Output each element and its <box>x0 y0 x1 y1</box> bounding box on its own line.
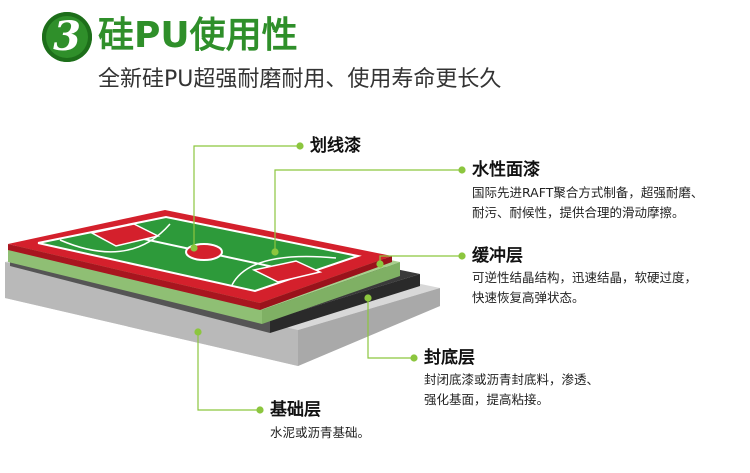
desc-seal-1: 封闭底漆或沥青封底料，渗透、 <box>424 372 600 387</box>
desc-water-topcoat-2: 耐污、耐候性，提供合理的滑动摩擦。 <box>472 205 685 220</box>
desc-water-topcoat-1: 国际先进RAFT聚合方式制备，超强耐磨、 <box>472 185 704 200</box>
page-title: 硅PU使用性 <box>98 15 298 56</box>
label-base: 基础层 <box>270 400 321 420</box>
desc-buffer-1: 可逆性结晶结构，迅速结晶，软硬过度， <box>472 270 698 285</box>
label-water-topcoat: 水性面漆 <box>472 160 540 180</box>
desc-seal-2: 强化基面，提高粘接。 <box>424 392 550 407</box>
desc-base-1: 水泥或沥青基础。 <box>270 425 371 440</box>
step-number-badge: 3 <box>42 12 92 62</box>
topcoat-layer <box>8 210 392 310</box>
step-number: 3 <box>53 13 81 60</box>
label-buffer: 缓冲层 <box>472 246 523 266</box>
page-subtitle: 全新硅PU超强耐磨耐用、使用寿命更长久 <box>98 67 502 92</box>
desc-buffer-2: 快速恢复高弹状态。 <box>472 290 585 305</box>
label-seal: 封底层 <box>424 348 475 368</box>
label-line-paint: 划线漆 <box>310 136 361 156</box>
leader-lines <box>190 142 466 414</box>
